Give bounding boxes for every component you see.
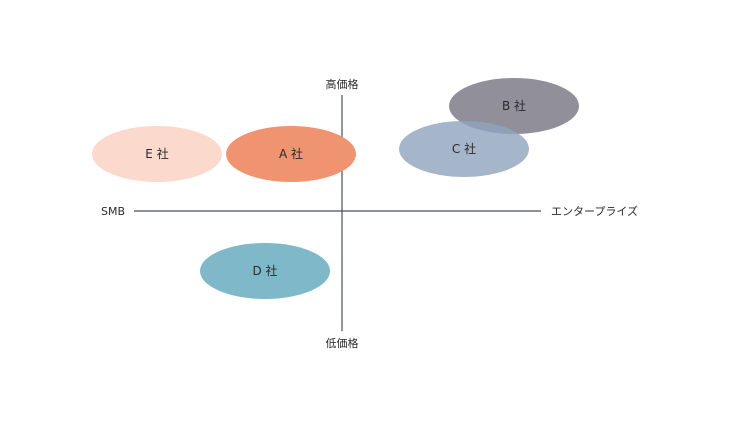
company-bubble-c: C 社 bbox=[399, 121, 529, 177]
bubble-label: D 社 bbox=[252, 263, 277, 278]
bubble-label: A 社 bbox=[279, 146, 303, 161]
bubble-shape bbox=[449, 78, 579, 134]
axis-label-left: SMB bbox=[101, 205, 125, 218]
company-bubble-e: E 社 bbox=[92, 126, 222, 182]
bubble-shape bbox=[92, 126, 222, 182]
bubble-label: E 社 bbox=[145, 146, 168, 161]
bubble-label: B 社 bbox=[502, 98, 526, 113]
axis-label-top: 高価格 bbox=[326, 77, 359, 91]
company-bubble-d: D 社 bbox=[200, 243, 330, 299]
bubble-shape bbox=[399, 121, 529, 177]
bubble-label: C 社 bbox=[452, 141, 476, 156]
bubble-shape bbox=[200, 243, 330, 299]
axis-label-right: エンタープライズ bbox=[551, 204, 638, 218]
company-bubble-b: B 社 bbox=[449, 78, 579, 134]
company-bubble-a: A 社 bbox=[226, 126, 356, 182]
axis-label-bottom: 低価格 bbox=[326, 336, 359, 350]
bubble-shape bbox=[226, 126, 356, 182]
